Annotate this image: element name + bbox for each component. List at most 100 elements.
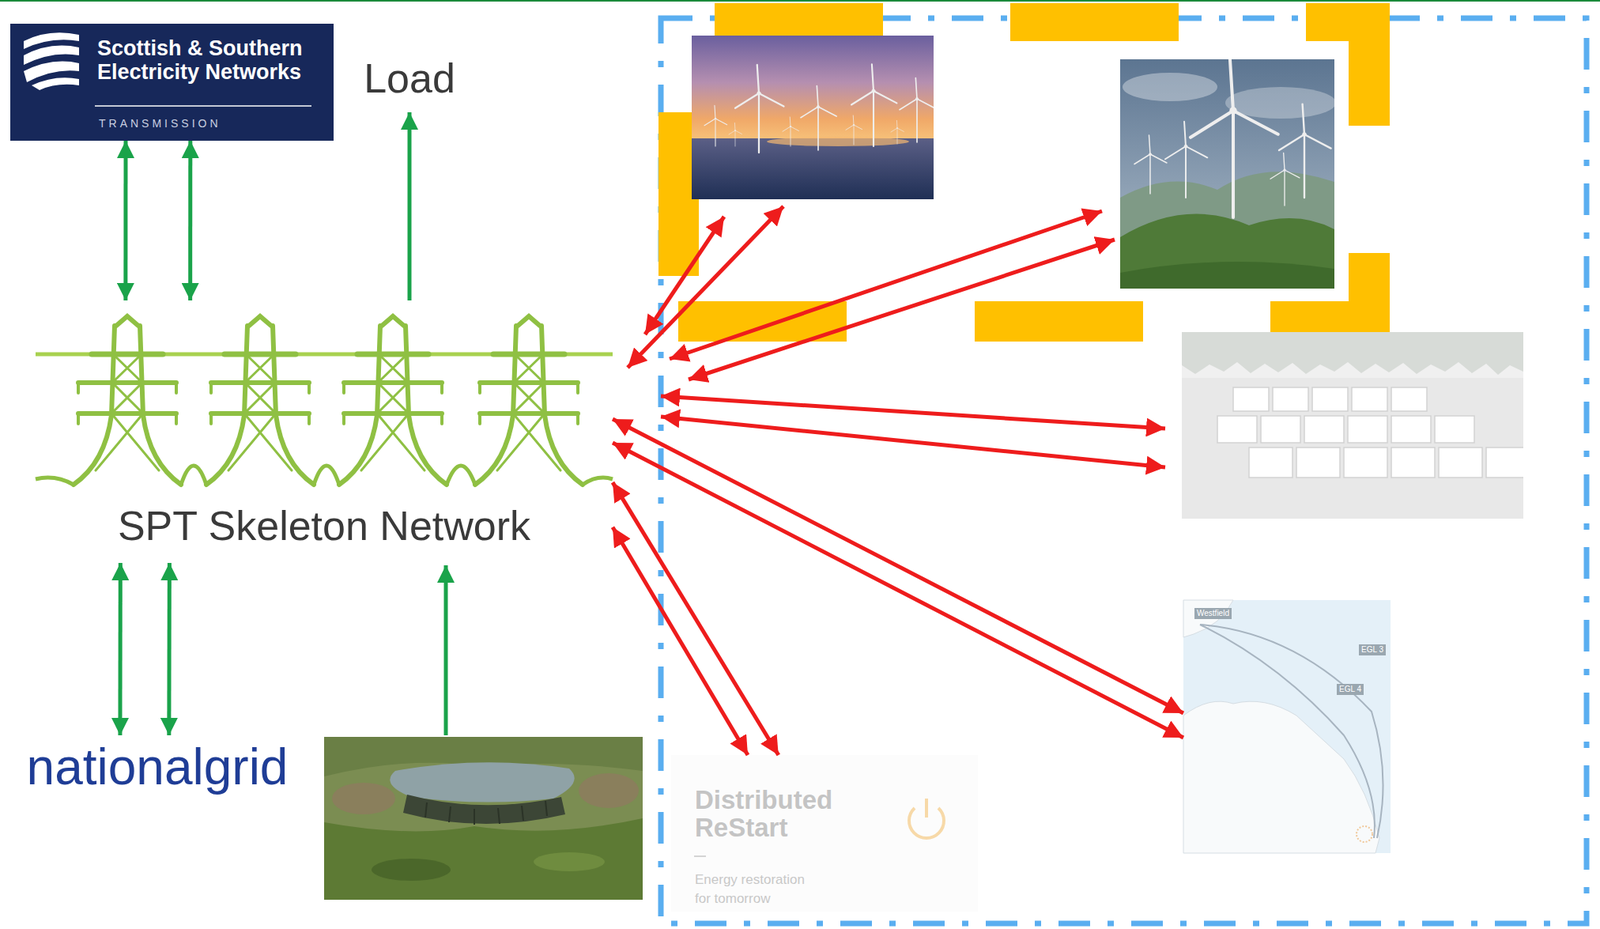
offshore-wind-photo — [691, 35, 934, 200]
flow-arrows-unlabelled-part — [444, 565, 449, 736]
offshore-wind-photo-part — [766, 136, 910, 147]
power-flow-arrow — [166, 562, 172, 736]
ssen-logo-part — [23, 32, 80, 91]
onshore-wind-photo-part — [1165, 121, 1208, 198]
hydro-dam-photo-part — [425, 800, 548, 825]
flow-arrows-unlabelled-part-part — [688, 239, 1115, 380]
battery-storage-photo-part — [1181, 332, 1524, 375]
power-flow-arrow — [407, 112, 412, 301]
power-flow-arrow — [188, 140, 193, 301]
company-name: Scottish & Southern Electricity Networks — [97, 36, 323, 84]
distributed-restart-logo-part — [924, 798, 929, 818]
onshore-wind-photo-part — [1134, 135, 1167, 194]
interconnector-map-part — [1183, 701, 1380, 853]
load-label: Load — [354, 45, 465, 113]
flow-arrows-unlabelled-part — [627, 206, 1166, 468]
battery-storage-photo-part-part — [1434, 415, 1475, 443]
wind-highlight-frame-part — [714, 3, 884, 42]
operator-name: nationalgrid — [26, 738, 289, 797]
onshore-wind-photo-part — [1122, 72, 1218, 102]
cable-label: EGL 3 — [1358, 644, 1386, 656]
region-frame-part — [660, 18, 1587, 924]
offshore-wind-photo-part — [800, 86, 837, 151]
offshore-wind-photo-part — [845, 115, 863, 145]
wind-highlight-frame-part — [974, 301, 1144, 342]
offshore-wind-photo-part — [728, 122, 742, 147]
offshore-wind-photo-part — [691, 138, 934, 200]
hydro-dam-photo-part — [324, 736, 643, 900]
hydro-dam-photo — [324, 736, 643, 900]
wind-highlight-frame-part — [1348, 3, 1390, 126]
power-flow-arrow — [123, 140, 128, 301]
battery-storage-photo-part-part — [1347, 415, 1388, 443]
hydro-dam-photo-part — [403, 794, 566, 824]
ssen-logo-part — [94, 105, 312, 107]
pylons-illustration-part — [206, 316, 314, 485]
network-name: SPT Skeleton Network — [117, 502, 531, 551]
battery-storage-photo-part-part — [1343, 447, 1388, 478]
battery-storage-photo-part-part — [1296, 447, 1340, 478]
ssen-logo — [10, 23, 334, 141]
battery-storage-photo-part-part — [1486, 447, 1524, 478]
wind-highlight-frame-part — [1010, 3, 1179, 42]
interconnector-map-part — [1183, 600, 1391, 853]
offshore-wind-photo-part — [851, 64, 897, 147]
battery-storage-photo-part-part — [1217, 415, 1257, 443]
onshore-wind-photo — [1120, 59, 1335, 289]
map-node: WestfieldEGL 3 EGL 4 — [1183, 600, 1391, 853]
interconnector-map-part — [1183, 600, 1234, 638]
cable-label: EGL 4 — [1336, 683, 1364, 695]
company-division: TRANSMISSION — [98, 116, 222, 130]
flow-arrows-unlabelled-part-part — [645, 216, 725, 335]
hydro-dam-photo-part — [389, 762, 574, 802]
offshore-wind-photo-part — [890, 120, 904, 144]
offshore-wind-photo-part — [899, 78, 934, 143]
map-place: Westfield — [1194, 607, 1232, 619]
pylons-illustration-part — [35, 465, 613, 485]
offshore-wind-photo-part — [704, 105, 728, 147]
onshore-wind-photo-part — [1120, 261, 1335, 289]
hydro-dam-photo-part — [324, 818, 643, 900]
interconnector-map-part — [1200, 624, 1375, 838]
power-flow-arrow — [117, 562, 122, 736]
project-name: Distributed ReStart — [694, 786, 877, 842]
region-frame — [660, 18, 1587, 924]
interconnector-map-part — [1200, 624, 1384, 838]
interconnector-map-part — [1356, 826, 1373, 842]
pylons-illustration-part — [339, 316, 447, 485]
power-flow-arrow — [612, 418, 1184, 714]
onshore-wind-photo-part — [1270, 152, 1300, 206]
flow-arrows-unlabelled — [445, 206, 1166, 736]
onshore-wind-photo-part — [1279, 104, 1332, 198]
pylons-illustration-part — [73, 316, 182, 485]
wind-highlight-frame-part — [1348, 252, 1390, 342]
offshore-wind-photo-part — [782, 116, 800, 147]
hydro-dam-photo-part — [332, 782, 396, 815]
power-flow-arrow — [612, 527, 748, 755]
battery-storage-photo-part-part — [1233, 387, 1269, 412]
project-logo: Distributed ReStartEnergy restoration fo… — [671, 754, 978, 912]
network-node: SPT Skeleton Network — [35, 300, 613, 563]
battery-storage-photo-part-part — [1312, 387, 1348, 412]
battery-storage-photo — [1181, 332, 1524, 519]
flow-arrows-unlabelled-part-part — [660, 416, 1166, 468]
battery-storage-photo-part — [1181, 377, 1524, 519]
load-text: Load — [363, 55, 456, 103]
battery-storage-photo-part — [1217, 387, 1524, 478]
operator-logo: nationalgrid — [14, 735, 301, 802]
top-rule — [0, 0, 1600, 2]
distributed-restart-logo-part — [694, 855, 706, 857]
battery-storage-photo-part-part — [1438, 447, 1483, 478]
distributed-restart-logo — [671, 754, 978, 912]
offshore-wind-photo-part — [735, 64, 785, 153]
power-flow-arrow — [612, 482, 779, 755]
wind-highlight-frame — [658, 3, 1390, 342]
flow-arrows-unlabelled-part-part — [669, 211, 1102, 359]
battery-storage-photo-part-part — [1260, 415, 1301, 443]
onshore-wind-photo-part — [1190, 59, 1279, 218]
battery-storage-photo-part-part — [1391, 447, 1435, 478]
hydro-dam-photo-part — [578, 773, 639, 808]
project-tagline: Energy restoration for tomorrow — [694, 870, 814, 909]
battery-storage-photo-part-part — [1351, 387, 1388, 412]
pylons-illustration — [35, 316, 613, 485]
